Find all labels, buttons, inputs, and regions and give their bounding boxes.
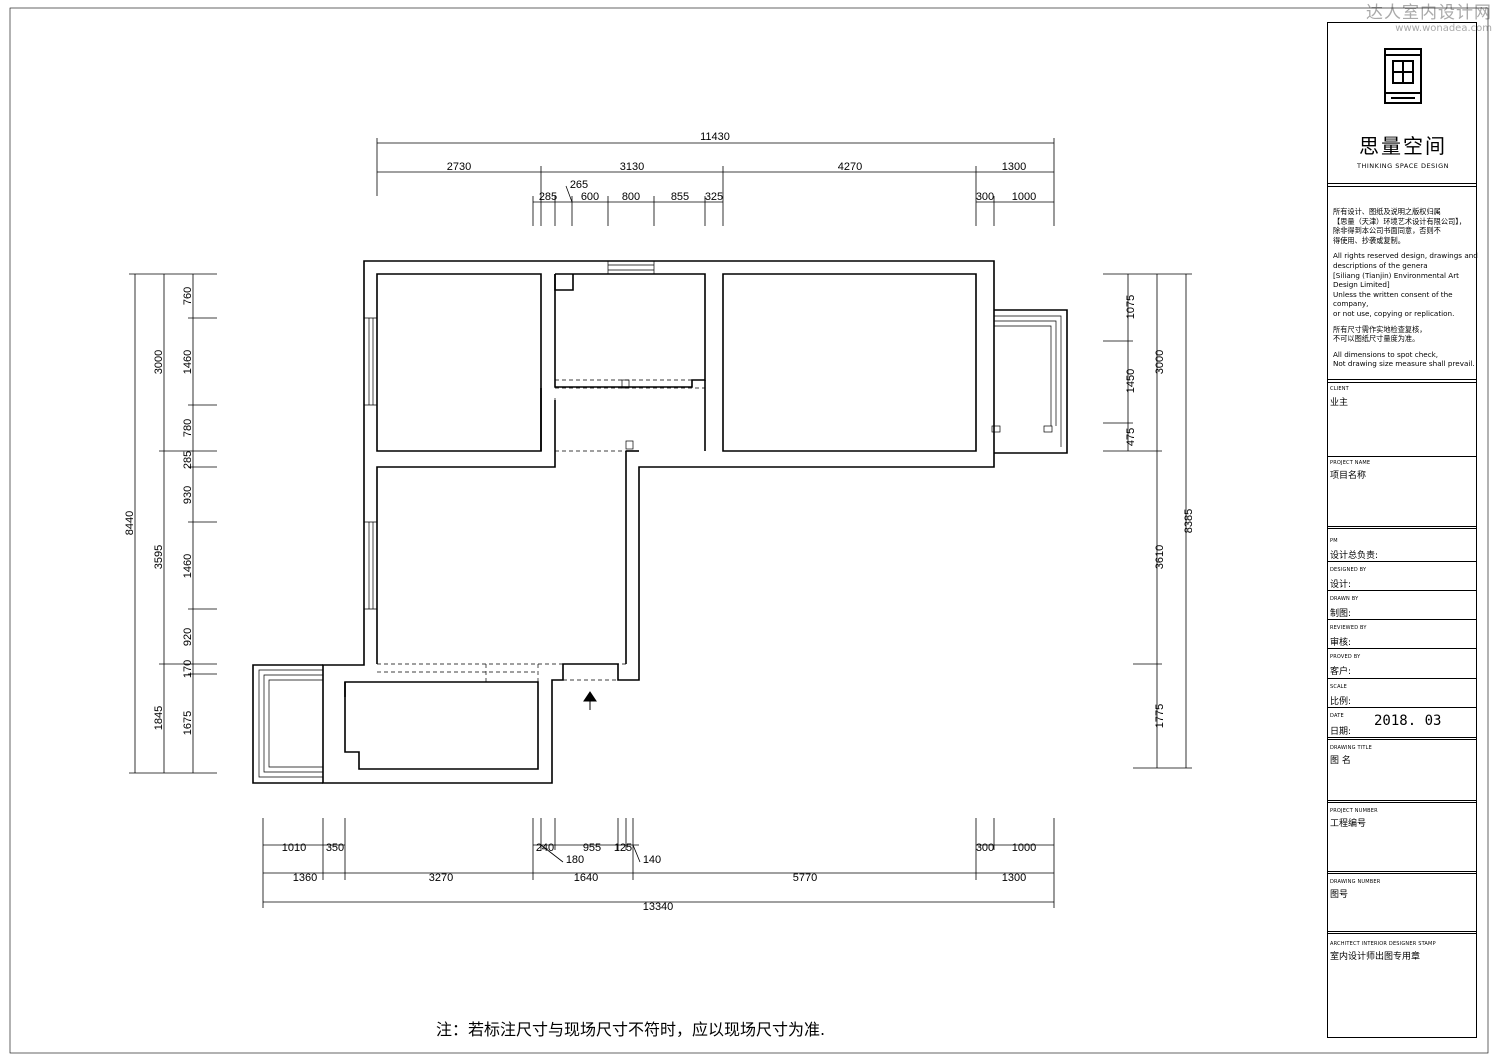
dim-bottom-1000: 1000 xyxy=(1012,842,1036,854)
copyright-notice: 所有设计、图纸及说明之版权归属 【思量（天津）环境艺术设计有限公司】， 除非得到… xyxy=(1333,207,1478,375)
living-west-wall xyxy=(376,400,556,664)
dim-right-3000: 3000 xyxy=(1154,350,1166,374)
dim-left-285: 285 xyxy=(182,451,194,469)
dim-right-3610: 3610 xyxy=(1154,545,1166,569)
dim-left-780: 780 xyxy=(182,419,194,437)
dim-left-1675: 1675 xyxy=(182,711,194,735)
dim-top-285: 285 xyxy=(539,191,557,203)
balcony-west xyxy=(252,664,323,784)
dim-bottom-300: 300 xyxy=(976,842,994,854)
proved-by-field: PROVED BY 客户: xyxy=(1328,649,1477,679)
dim-top-600: 600 xyxy=(581,191,599,203)
dim-top-3130: 3130 xyxy=(620,161,644,173)
dim-bottom-180: 180 xyxy=(566,854,584,866)
dim-bottom-350: 350 xyxy=(326,842,344,854)
dim-top-1000: 1000 xyxy=(1012,191,1036,203)
watermark: 达人室内设计网 www.wonadea.com xyxy=(1366,4,1492,34)
left-ticks xyxy=(129,273,217,774)
room-n-inner xyxy=(554,273,706,388)
dim-bottom-3270: 3270 xyxy=(429,872,453,884)
copyright-en-2: All dimensions to spot check, Not drawin… xyxy=(1333,349,1475,369)
dim-top-total: 11430 xyxy=(700,131,730,143)
entrance-arrow-icon xyxy=(583,691,597,710)
dim-left-3000: 3000 xyxy=(153,350,165,374)
dimension-lines xyxy=(129,138,1192,908)
footnote: 注：若标注尺寸与现场尺寸不符时，应以现场尺寸为准. xyxy=(436,1020,826,1039)
dim-left-1845: 1845 xyxy=(153,706,165,730)
company-logo-icon xyxy=(1384,48,1422,104)
dim-bottom-955: 955 xyxy=(583,842,601,854)
dim-bottom-total: 13340 xyxy=(643,901,674,913)
dim-bottom-1360: 1360 xyxy=(293,872,317,884)
dim-right-475: 475 xyxy=(1125,428,1137,446)
dim-right-1775: 1775 xyxy=(1154,704,1166,728)
dim-top-855: 855 xyxy=(671,191,689,203)
watermark-site-name: 达人室内设计网 xyxy=(1366,3,1492,23)
dim-left-930: 930 xyxy=(182,486,194,504)
dim-right-1075: 1075 xyxy=(1125,295,1137,319)
room-ne-inner xyxy=(722,273,977,452)
scale-field: SCALE 比例: xyxy=(1328,679,1477,708)
dim-left-total: 8440 xyxy=(124,511,136,535)
dimension-labels: 11430 2730 3130 4270 1300 285 265 600 80… xyxy=(124,131,1195,913)
brand-name: 思量空间 xyxy=(1359,134,1447,158)
dim-left-1460b: 1460 xyxy=(182,554,194,578)
bottom-ticks xyxy=(262,818,1055,908)
copyright-cn-1: 所有设计、图纸及说明之版权归属 【思量（天津）环境艺术设计有限公司】， 除非得到… xyxy=(1333,207,1466,245)
dim-top-800: 800 xyxy=(622,191,640,203)
date-value: 2018. 03 xyxy=(1374,713,1442,729)
dim-bottom-140: 140 xyxy=(643,854,661,866)
dim-left-920: 920 xyxy=(182,628,194,646)
brand-subtitle: THINKING SPACE DESIGN xyxy=(1356,162,1449,170)
dim-right-1450: 1450 xyxy=(1125,369,1137,393)
drawing-title-field: DRAWING TITLE 图 名 xyxy=(1328,739,1477,801)
dim-left-1460a: 1460 xyxy=(182,350,194,374)
drawn-by-field: DRAWN BY 制图: xyxy=(1328,591,1477,620)
dim-bottom-5770: 5770 xyxy=(793,872,817,884)
date-field: DATE 日期: 2018. 03 xyxy=(1328,708,1477,738)
dim-top-265: 265 xyxy=(570,179,588,191)
dim-top-325: 325 xyxy=(705,191,723,203)
balcony-south-inner xyxy=(344,681,539,770)
pm-field: PM 设计总负责: xyxy=(1328,532,1477,562)
dim-top-4270: 4270 xyxy=(838,161,862,173)
dim-left-3595: 3595 xyxy=(153,545,165,569)
sheet-border xyxy=(9,7,1489,1054)
dim-bottom-1300: 1300 xyxy=(1002,872,1026,884)
watermark-url: www.wonadea.com xyxy=(1395,22,1492,34)
dim-right-total: 8385 xyxy=(1183,509,1195,533)
top-ticks xyxy=(376,138,1055,226)
dim-bottom-125: 125 xyxy=(614,842,632,854)
outer-wall xyxy=(322,260,995,784)
project-number-field: PROJECT NUMBER 工程编号 xyxy=(1328,802,1477,872)
client-field: CLIENT 业主 xyxy=(1328,383,1477,457)
dim-top-2730: 2730 xyxy=(447,161,471,173)
copyright-en-1: All rights reserved design, drawings and… xyxy=(1333,251,1478,318)
room-nw-inner xyxy=(376,273,542,452)
dim-top-1300: 1300 xyxy=(1002,161,1026,173)
balcony-east xyxy=(994,309,1068,454)
dim-bottom-1640: 1640 xyxy=(574,872,598,884)
designed-by-field: DESIGNED BY 设计: xyxy=(1328,562,1477,591)
reviewed-by-field: REVIEWED BY 审核: xyxy=(1328,620,1477,649)
right-ticks xyxy=(1103,273,1192,769)
dim-left-760: 760 xyxy=(182,287,194,305)
project-name-field: PROJECT NAME 项目名称 xyxy=(1328,457,1477,529)
dim-bottom-1010: 1010 xyxy=(282,842,306,854)
copyright-cn-2: 所有尺寸需作实地检查复核， 不可以图纸尺寸量度为准。 xyxy=(1333,324,1427,344)
designer-stamp-field: ARCHITECT INTERIOR DESIGNER STAMP 室内设计师出… xyxy=(1328,933,1477,1037)
title-block: 思量空间 THINKING SPACE DESIGN 所有设计、图纸及说明之版权… xyxy=(1327,22,1478,1038)
dim-top-300: 300 xyxy=(976,191,994,203)
drawing-number-field: DRAWING NUMBER 图号 xyxy=(1328,873,1477,932)
dim-left-170: 170 xyxy=(182,660,194,678)
dim-bottom-240: 240 xyxy=(536,842,554,854)
